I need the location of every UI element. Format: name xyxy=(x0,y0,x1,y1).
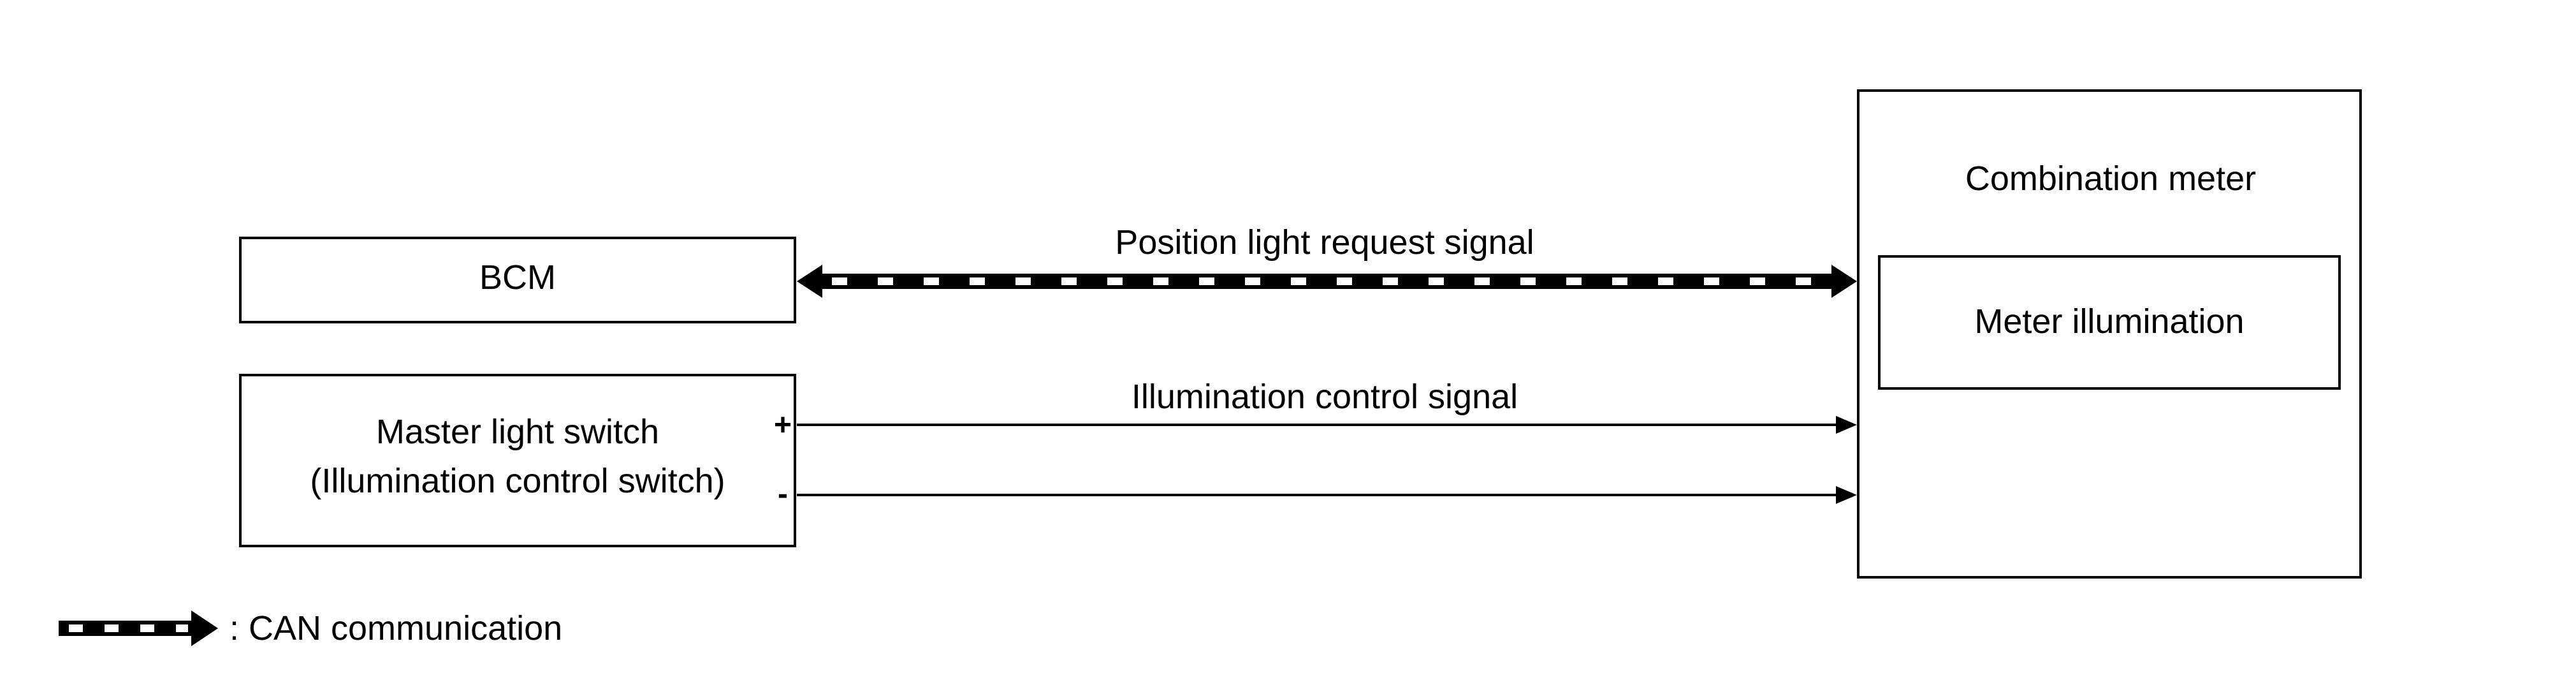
combination-meter-block: Combination meter Meter illumination xyxy=(1857,89,2362,579)
bcm-block: BCM xyxy=(239,237,796,323)
can-communication-arrow-icon xyxy=(59,610,218,646)
meter-illumination-box xyxy=(1878,255,2341,390)
meter-illumination-label: Meter illumination xyxy=(1974,302,2244,341)
legend: : CAN communication xyxy=(59,609,562,647)
plus-terminal-label: + xyxy=(774,408,792,442)
can-communication-legend-label: : CAN communication xyxy=(229,609,562,647)
meter-illumination-block: Meter illumination xyxy=(1878,255,2341,390)
position-light-request-label: Position light request signal xyxy=(1115,223,1534,262)
can-arrow-left-icon xyxy=(797,265,822,298)
master-light-switch-block: Master light switch (Illumination contro… xyxy=(239,374,796,547)
combination-meter-label: Combination meter xyxy=(1965,159,2256,198)
minus-terminal-label: - xyxy=(778,477,788,511)
master-light-switch-label: Master light switch xyxy=(376,413,659,451)
bcm-box xyxy=(239,237,796,323)
bcm-label: BCM xyxy=(479,258,556,297)
master-light-switch-box xyxy=(239,374,796,547)
position-light-request-can-line: Position light request signal xyxy=(797,223,1857,298)
illumination-control-switch-label: (Illumination control switch) xyxy=(310,462,725,500)
minus-arrow-right-icon xyxy=(1836,486,1857,504)
illumination-control-signal-label: Illumination control signal xyxy=(1132,378,1518,416)
illumination-control-plus-line: Illumination control signal xyxy=(797,378,1857,434)
can-arrow-right-icon xyxy=(1831,265,1857,298)
plus-arrow-right-icon xyxy=(1836,416,1857,434)
illumination-control-minus-line xyxy=(797,486,1857,504)
